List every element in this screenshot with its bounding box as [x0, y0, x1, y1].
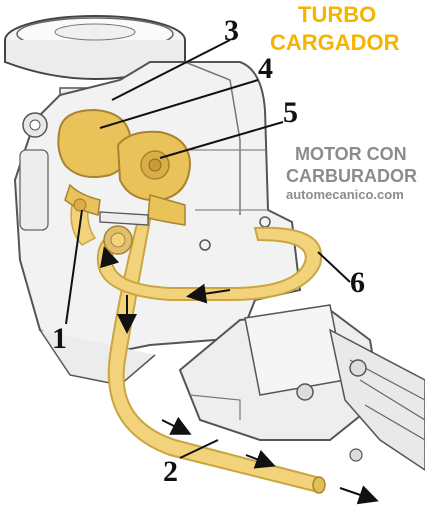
- callout-number-2: 2: [163, 455, 178, 488]
- subtitle-line-2: CARBURADOR: [286, 166, 417, 186]
- website-label: automecanico.com: [286, 187, 404, 202]
- leader-line-5: [159, 121, 284, 159]
- flow-arrow-up: [100, 246, 120, 269]
- leader-line-4: [99, 79, 259, 129]
- title-line-1: TURBO: [298, 2, 377, 27]
- transmission: [178, 304, 425, 471]
- leader-line-1: [65, 209, 83, 325]
- callout-number-1: 1: [52, 322, 67, 355]
- pipe-1: [70, 204, 97, 246]
- subtitle-line-1: MOTOR CON: [295, 144, 407, 164]
- callout-number-3: 3: [224, 14, 239, 47]
- flow-arrow-bend: [161, 416, 192, 435]
- leader-line-3: [111, 39, 231, 101]
- turbocharger: [57, 108, 192, 255]
- flow-arrows: [100, 246, 379, 505]
- flow-arrow-rear: [245, 449, 276, 469]
- leader-lines: [65, 39, 351, 459]
- title-line-2: CARGADOR: [270, 30, 400, 55]
- callout-number-5: 5: [283, 96, 298, 129]
- leader-line-6: [317, 251, 351, 283]
- callout-number-6: 6: [350, 266, 365, 299]
- leader-line-2: [179, 439, 219, 459]
- callout-number-4: 4: [258, 52, 273, 85]
- flow-arrow-exit: [339, 485, 379, 505]
- air-filter: [4, 15, 186, 80]
- flow-arrow-loop: [186, 283, 231, 304]
